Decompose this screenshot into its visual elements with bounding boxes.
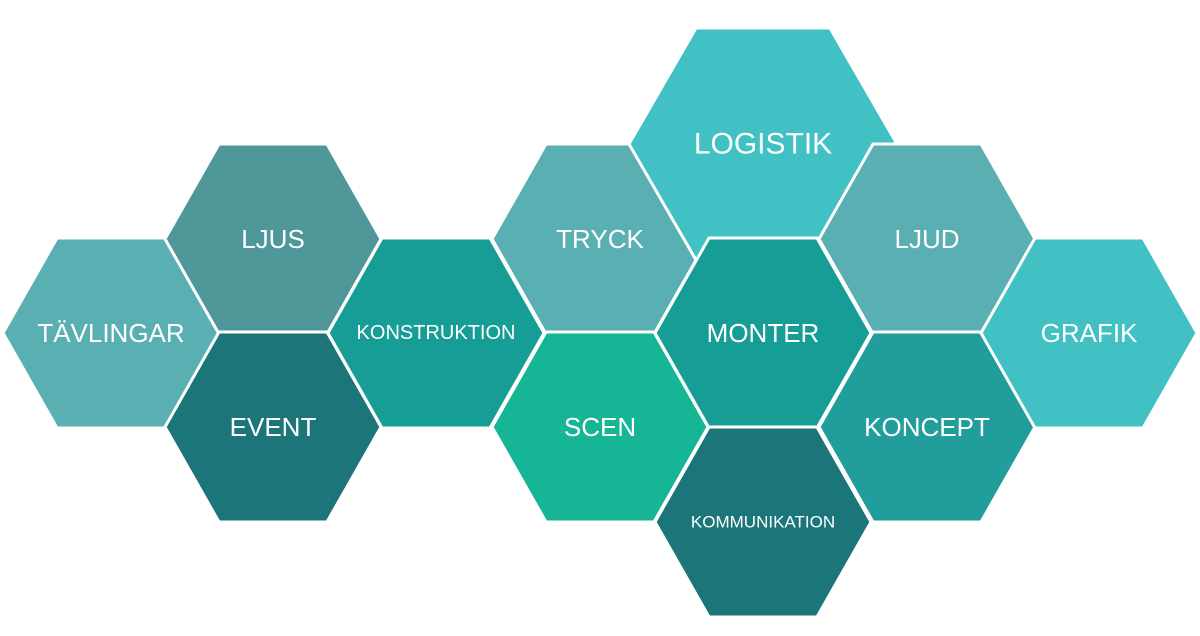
hex-kommunikation: KOMMUNIKATION: [653, 425, 873, 619]
hex-kommunikation-label: KOMMUNIKATION: [691, 513, 835, 532]
hex-ljus-label: LJUS: [241, 224, 305, 254]
hex-event-label: EVENT: [230, 412, 317, 442]
hex-kommunikation-shape: [653, 425, 873, 619]
hex-ljus: LJUS: [163, 142, 383, 336]
hex-konstruktion-label: KONSTRUKTION: [357, 322, 516, 344]
hex-scen: SCEN: [490, 330, 710, 524]
hex-konstruktion: KONSTRUKTION: [326, 236, 546, 430]
hex-grafik-label: GRAFIK: [1041, 318, 1138, 348]
hex-tryck-label: TRYCK: [556, 224, 644, 254]
hex-scen-label: SCEN: [564, 412, 636, 442]
hex-grafik: GRAFIK: [979, 236, 1199, 430]
hex-tryck: TRYCK: [490, 142, 710, 336]
hex-logistik-label: LOGISTIK: [694, 128, 832, 161]
hex-monter-label: MONTER: [707, 318, 820, 348]
hex-koncept-label: KONCEPT: [864, 412, 990, 442]
hex-tavlingar-label: TÄVLINGAR: [37, 318, 184, 348]
hex-grafik-shape: [979, 236, 1199, 430]
hex-ljud-label: LJUD: [894, 224, 959, 254]
